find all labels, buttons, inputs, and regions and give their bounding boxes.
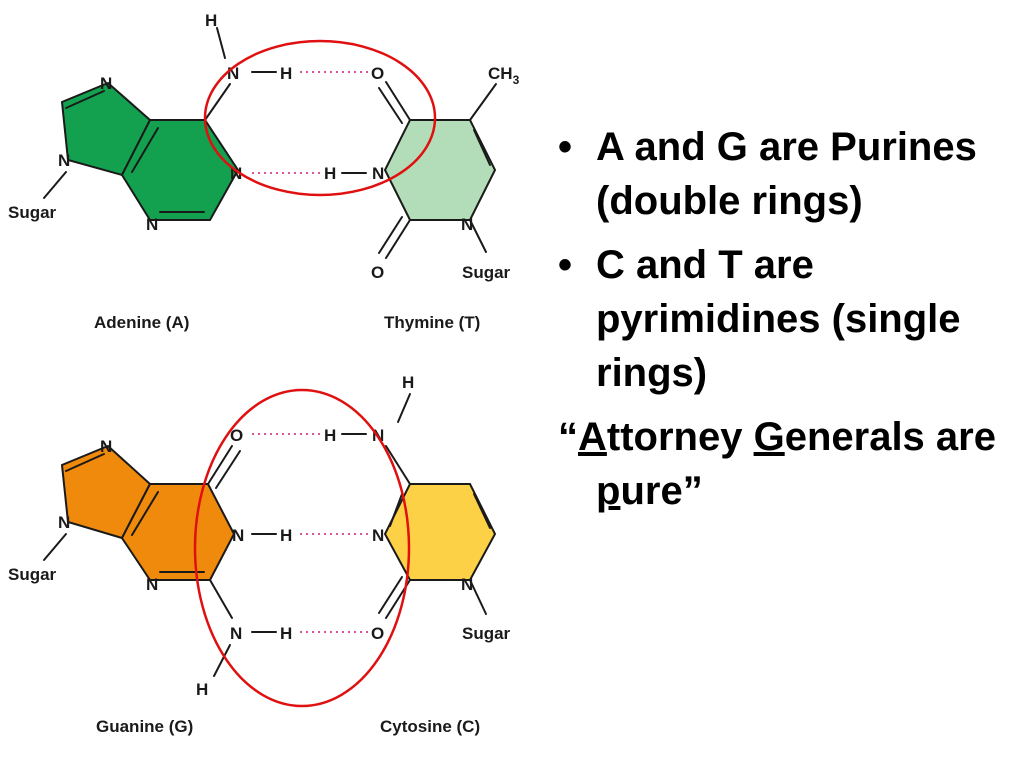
- mnemonic-word: ttorney: [606, 415, 754, 459]
- guanine-cytosine-pair: H O H N N H N N N N N N H O H Sugar Suga…: [8, 373, 511, 736]
- sugar-label: Sugar: [462, 624, 511, 643]
- cytosine-caption: Cytosine (C): [380, 717, 480, 736]
- atom-o: O: [371, 624, 384, 643]
- sugar-label: Sugar: [8, 203, 57, 222]
- atom-n: N: [146, 215, 158, 234]
- sugar-label: Sugar: [8, 565, 57, 584]
- atom-h: H: [196, 680, 208, 699]
- atom-h: H: [402, 373, 414, 392]
- bullet-purines: • A and G are Purines (double rings): [558, 120, 998, 228]
- sugar-label: Sugar: [462, 263, 511, 282]
- mnemonic: “Attorney Generals are pure”: [558, 410, 998, 518]
- highlight-circle: [193, 388, 411, 708]
- atom-n: N: [461, 575, 473, 594]
- mnemonic-letter-a: A: [578, 415, 607, 459]
- bullet-text: C and T are pyrimidines (single rings): [596, 243, 961, 395]
- mnemonic-letter-g: G: [753, 415, 785, 459]
- mnemonic-word: enerals are: [784, 415, 996, 459]
- guanine-caption: Guanine (G): [96, 717, 193, 736]
- bullet-pyrimidines: • C and T are pyrimidines (single rings): [558, 238, 998, 400]
- atom-n: N: [100, 437, 112, 456]
- atom-h: H: [324, 164, 336, 183]
- highlight-circle: [203, 39, 437, 197]
- adenine-caption: Adenine (A): [94, 313, 189, 332]
- atom-n: N: [372, 526, 384, 545]
- atom-h: H: [280, 64, 292, 83]
- bullet-icon: •: [558, 125, 573, 169]
- methyl-group: CH3: [488, 64, 520, 87]
- atom-n: N: [372, 164, 384, 183]
- atom-n: N: [100, 74, 112, 93]
- atom-n: N: [58, 151, 70, 170]
- bullet-icon: •: [558, 243, 573, 287]
- atom-n: N: [58, 513, 70, 532]
- atom-o: O: [371, 263, 384, 282]
- key-points: • A and G are Purines (double rings) • C…: [558, 120, 998, 518]
- thymine-ring: [383, 119, 497, 221]
- atom-o: O: [230, 426, 243, 445]
- atom-n: N: [230, 624, 242, 643]
- adenine-thymine-pair: H N H O CH3 N H N N N N N O Sugar Sugar …: [8, 11, 520, 332]
- cytosine-ring: [383, 483, 497, 581]
- atom-h: H: [205, 11, 217, 30]
- atom-h: H: [280, 526, 292, 545]
- bullet-text: A and G are Purines (double rings): [596, 125, 977, 223]
- close-quote: ”: [682, 469, 703, 513]
- atom-n: N: [232, 526, 244, 545]
- atom-h: H: [280, 624, 292, 643]
- mnemonic-word: ure: [620, 469, 683, 513]
- open-quote: “: [558, 415, 578, 459]
- atom-n: N: [146, 575, 158, 594]
- atom-o: O: [371, 64, 384, 83]
- base-pair-diagram: H N H O CH3 N H N N N N N O Sugar Sugar …: [8, 11, 520, 736]
- mnemonic-letter-p: p: [596, 469, 621, 513]
- thymine-caption: Thymine (T): [384, 313, 480, 332]
- atom-h: H: [324, 426, 336, 445]
- atom-n: N: [461, 215, 473, 234]
